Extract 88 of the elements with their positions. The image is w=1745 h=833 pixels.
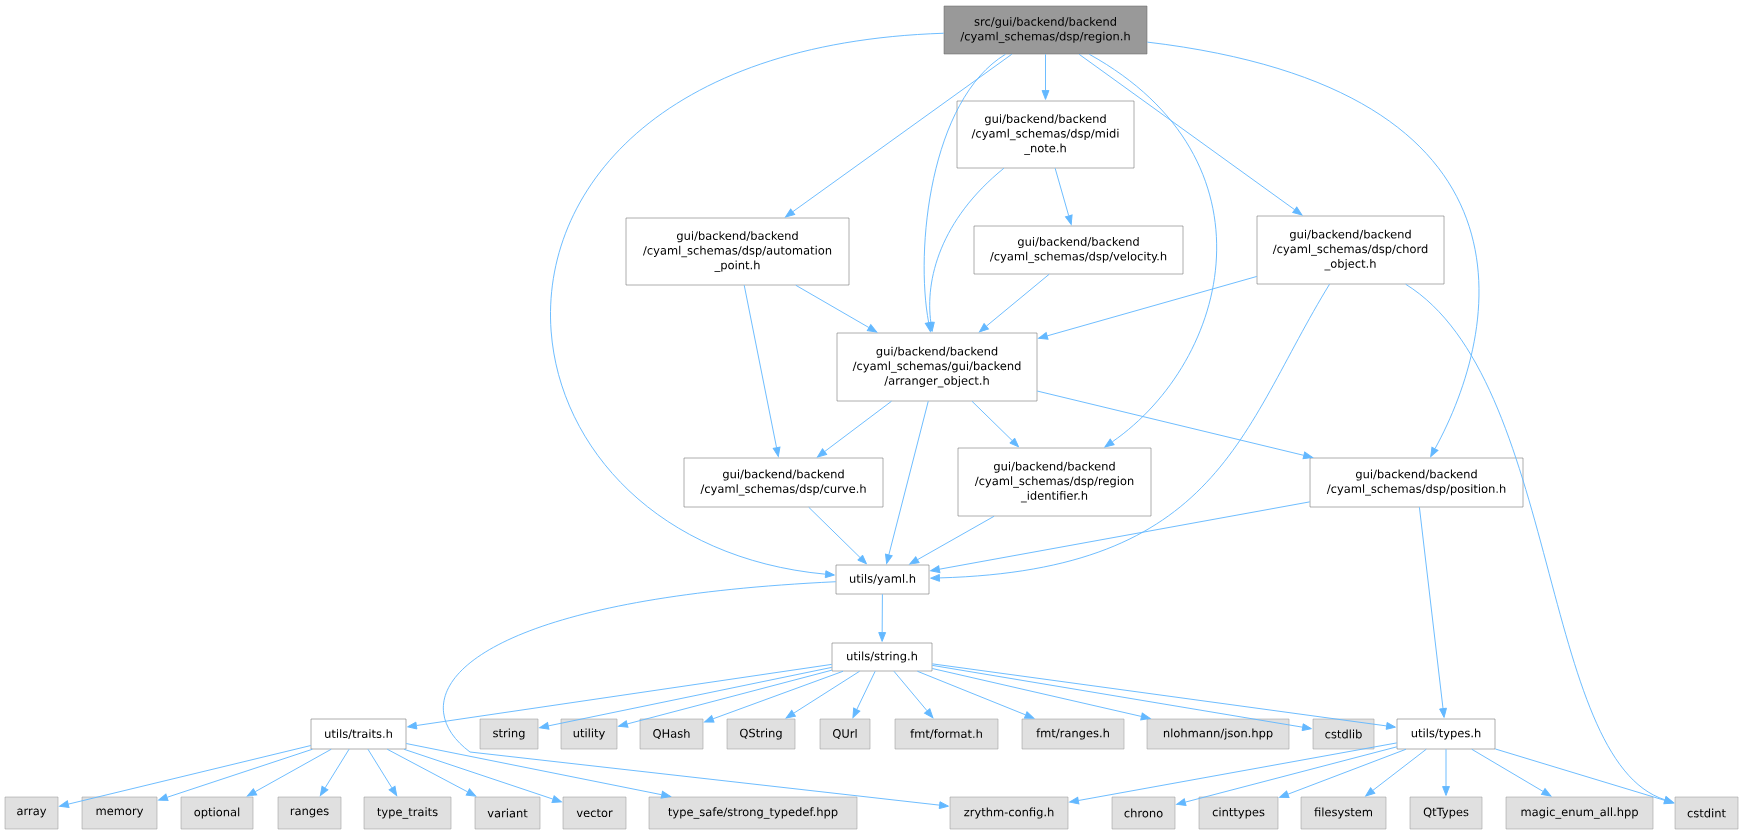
arrow [1054,167,1073,225]
arrow [785,670,861,719]
arrow [852,670,876,718]
arrow [916,670,1035,719]
file-box: gui/backend/backend /cyaml_schemas/dsp/velocity.h [973,225,1184,275]
file-box: ranges [277,796,342,830]
arrow [1365,748,1427,797]
file-box: memory [81,796,158,830]
arrow [442,581,949,810]
file-box: optional [180,796,254,830]
arrow [1405,283,1674,804]
arrow [978,273,1050,333]
file-box: gui/backend/backend /cyaml_schemas/dsp/automation _point.h [625,217,850,286]
file-box: gui/backend/backend /cyaml_schemas/dsp/curve.h [683,457,884,508]
arrow [1494,748,1674,805]
file-box: QUrl [819,718,871,750]
arrow [971,400,1020,448]
file-box: nlohmann/json.hpp [1146,718,1290,750]
arrow [893,670,934,719]
arrow [1036,390,1313,460]
file-box: chrono [1111,796,1176,830]
arrow [930,501,1311,574]
arrow [405,743,671,799]
arrow [704,670,844,723]
arrow [878,593,887,642]
file-box: zrythm-config.h [949,796,1069,830]
arrow [407,663,833,730]
arrow [817,400,892,458]
file-box: gui/backend/backend /cyaml_schemas/dsp/midi _note.h [956,100,1135,169]
arrow [931,664,1312,732]
file-box: QtTypes [1409,796,1483,830]
file-box: gui/backend/backend /cyaml_schemas/dsp/position.h [1309,457,1524,508]
arrow [931,663,1396,730]
arrow [1038,276,1258,340]
arrow [539,666,833,730]
arrow [158,748,313,802]
arrow [1078,53,1303,216]
file-box: cstdlib [1312,718,1375,750]
file-box: magic_enum_all.hpp [1505,796,1654,830]
file-box: array [4,796,59,830]
arrow [1041,53,1050,100]
file-box: fmt/ranges.h [1021,718,1125,750]
arrow [1088,53,1217,448]
file-box: filesystem [1300,796,1387,830]
file-box: type_traits [363,796,452,830]
arrow [808,506,867,565]
file-box: gui/backend/backend /cyaml_schemas/gui/backend /arranger_object.h [836,332,1038,402]
arrow [909,515,995,565]
file-box: type_safe/strong_typedef.hpp [648,796,858,830]
arrow [386,748,477,797]
arrow [931,668,1151,721]
arrow [1442,748,1450,796]
file-box: variant [474,796,541,830]
file-box: cinttypes [1198,796,1279,830]
arrow [1069,742,1398,805]
arrow [923,53,1006,332]
arrow [403,748,562,803]
file-box: utils/traits.h [310,718,407,750]
arrow [795,284,878,333]
arrow [1418,506,1447,718]
file-box: utils/string.h [831,642,933,672]
arrow [319,748,350,797]
arrow [930,283,1330,582]
arrow [246,748,332,797]
arrow [743,284,781,457]
file-box: string [479,718,539,750]
file-box: fmt/format.h [894,718,999,750]
arrow [927,167,1005,332]
file-box: QHash [639,718,704,750]
file-box: src/gui/backend/backend /cyaml_schemas/dsp/region.h [943,5,1148,55]
file-box: vector [562,796,627,830]
arrow [885,400,929,564]
file-box: utils/types.h [1396,718,1496,750]
arrow [550,32,945,579]
arrow [618,669,833,728]
arrow [1471,748,1552,797]
file-box: gui/backend/backend /cyaml_schemas/dsp/chord _object.h [1256,215,1445,285]
file-box: cstdint [1674,796,1739,830]
file-box: QString [726,718,796,750]
arrow [59,745,312,808]
arrow [1176,746,1398,806]
file-box: utils/yaml.h [835,564,930,595]
arrow [367,748,398,797]
file-box: gui/backend/backend /cyaml_schemas/dsp/region _identifier.h [957,447,1152,517]
arrow [1279,748,1407,798]
file-box: utility [560,718,618,750]
arrow [785,53,1013,218]
arrow [1146,41,1480,458]
